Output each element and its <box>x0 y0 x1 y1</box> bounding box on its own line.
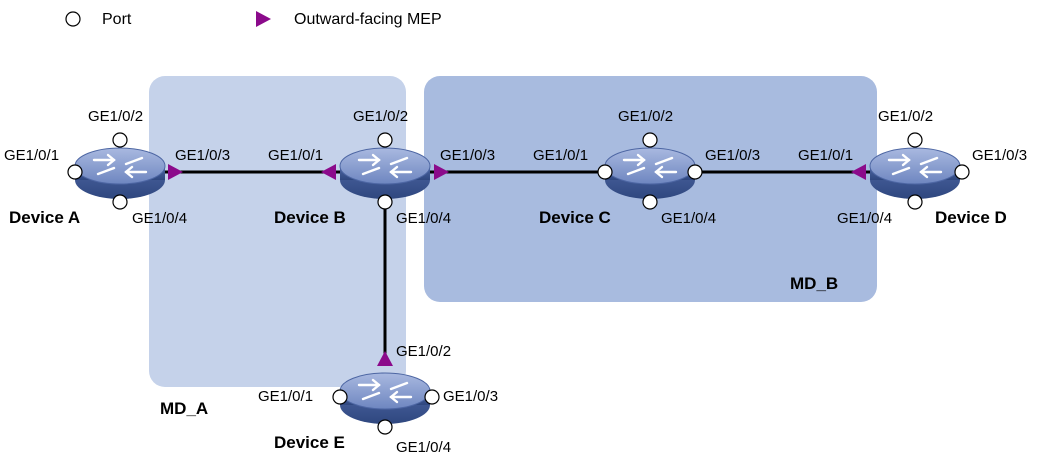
switch-icon <box>868 146 962 201</box>
switch-icon <box>603 146 697 201</box>
port-icon <box>112 194 128 210</box>
md-b-label: MD_B <box>790 274 838 293</box>
device-d-port-2: GE1/0/2 <box>878 108 933 125</box>
device-d-name: Device D <box>935 208 1007 227</box>
port-icon <box>377 132 393 148</box>
port-icon <box>377 194 393 210</box>
mep-icon <box>168 164 183 180</box>
device-e-port-4: GE1/0/4 <box>396 439 451 456</box>
mep-icon <box>321 164 336 180</box>
device-d[interactable]: GE1/0/2 GE1/0/1 GE1/0/3 GE1/0/4 Device D <box>798 108 1027 227</box>
device-e-port-1: GE1/0/1 <box>258 388 313 405</box>
port-icon <box>907 132 923 148</box>
mep-legend-icon <box>256 11 271 27</box>
port-icon <box>67 164 83 180</box>
port-legend-icon <box>65 11 81 27</box>
port-icon <box>907 194 923 210</box>
port-icon <box>332 389 348 405</box>
mep-icon <box>851 164 866 180</box>
device-b-port-2: GE1/0/2 <box>353 108 408 125</box>
switch-icon <box>73 146 167 201</box>
device-a-name: Device A <box>9 208 80 227</box>
device-d-port-1: GE1/0/1 <box>798 147 853 164</box>
device-a-port-2: GE1/0/2 <box>88 108 143 125</box>
switch-icon <box>338 146 432 201</box>
port-icon <box>954 164 970 180</box>
device-c-port-3: GE1/0/3 <box>705 147 760 164</box>
port-icon <box>642 132 658 148</box>
port-icon <box>597 164 613 180</box>
device-c[interactable]: GE1/0/2 GE1/0/1 GE1/0/3 GE1/0/4 Device C <box>533 108 760 227</box>
device-a-port-1: GE1/0/1 <box>4 147 59 164</box>
device-b-port-3: GE1/0/3 <box>440 147 495 164</box>
device-e-port-2: GE1/0/2 <box>396 343 451 360</box>
device-b[interactable]: GE1/0/2 GE1/0/1 GE1/0/3 GE1/0/4 Device B <box>268 108 495 227</box>
device-c-name: Device C <box>539 208 611 227</box>
device-b-port-1: GE1/0/1 <box>268 147 323 164</box>
port-icon <box>424 389 440 405</box>
device-e-name: Device E <box>274 433 345 452</box>
device-c-port-2: GE1/0/2 <box>618 108 673 125</box>
links <box>165 170 870 355</box>
device-e-port-3: GE1/0/3 <box>443 388 498 405</box>
port-icon <box>112 132 128 148</box>
legend-mep-label: Outward-facing MEP <box>294 11 442 28</box>
device-b-port-4: GE1/0/4 <box>396 210 451 227</box>
port-icon <box>377 419 393 435</box>
device-a-port-3: GE1/0/3 <box>175 147 230 164</box>
legend-port-label: Port <box>102 11 132 28</box>
device-c-port-1: GE1/0/1 <box>533 147 588 164</box>
device-a-port-4: GE1/0/4 <box>132 210 187 227</box>
device-d-port-4: GE1/0/4 <box>837 210 892 227</box>
device-c-port-4: GE1/0/4 <box>661 210 716 227</box>
device-e[interactable]: GE1/0/2 GE1/0/1 GE1/0/3 GE1/0/4 Device E <box>258 343 498 456</box>
device-a[interactable]: GE1/0/2 GE1/0/1 GE1/0/3 GE1/0/4 Device A <box>4 108 230 227</box>
device-d-port-3: GE1/0/3 <box>972 147 1027 164</box>
port-icon <box>642 194 658 210</box>
mep-icon <box>377 351 393 366</box>
port-icon <box>687 164 703 180</box>
legend: Port Outward-facing MEP <box>65 11 442 28</box>
md-a-region <box>149 76 406 387</box>
mep-icon <box>434 164 449 180</box>
md-a-label: MD_A <box>160 399 208 418</box>
device-b-name: Device B <box>274 208 346 227</box>
switch-icon <box>338 371 432 426</box>
